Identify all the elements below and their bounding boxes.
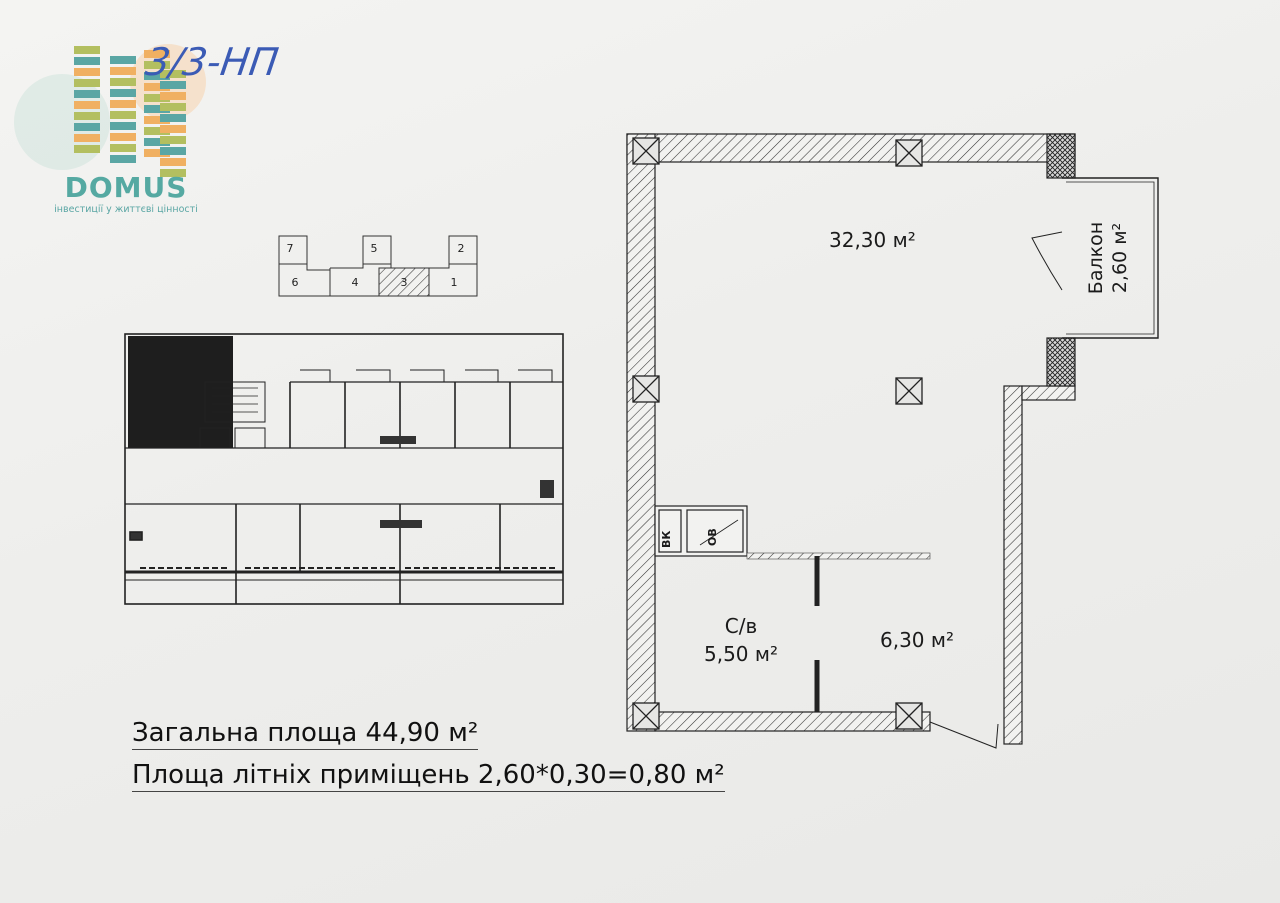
column [895, 377, 923, 405]
logo-block [160, 114, 186, 122]
logo-block [110, 56, 136, 64]
logo-block [110, 144, 136, 152]
bathroom-area: 5,50 м² [704, 642, 778, 666]
balcony-name: Балкон [1085, 221, 1107, 295]
logo-emblem [14, 44, 206, 177]
logo-block [144, 94, 170, 102]
total-area-line: Загальна площа 44,90 м² [132, 718, 479, 750]
logo-block [144, 138, 170, 146]
section-label: 5 [370, 242, 378, 255]
logo-block [144, 72, 170, 80]
logo-block [144, 50, 170, 58]
balcony-area: 2,60 м² [1109, 222, 1131, 294]
logo-block [74, 145, 100, 153]
logo-block [74, 46, 100, 54]
section-label: 6 [291, 276, 299, 289]
logo-block [110, 89, 136, 97]
logo-block [144, 127, 170, 135]
logo: DOMUS інвестиції у життєві цінності [40, 172, 212, 216]
logo-block [144, 149, 170, 157]
logo-block [160, 92, 186, 100]
logo-brand: DOMUS [64, 171, 188, 204]
logo-block [144, 116, 170, 124]
logo-block [160, 147, 186, 155]
logo-block [110, 155, 136, 163]
logo-block [74, 79, 100, 87]
overview-floor-plan [124, 333, 564, 605]
column [632, 375, 660, 403]
logo-block [110, 100, 136, 108]
logo-block [74, 101, 100, 109]
logo-block [144, 83, 170, 91]
summer-area-line: Площа літніх приміщень 2,60*0,30=0,80 м² [132, 760, 725, 792]
logo-block [110, 122, 136, 130]
logo-block [74, 68, 100, 76]
logo-block [160, 103, 186, 111]
logo-block [160, 158, 186, 166]
logo-block [160, 125, 186, 133]
logo-block [144, 61, 170, 69]
handwritten-note: 3/3-НП [142, 40, 282, 84]
section-label: 1 [450, 276, 458, 289]
section-label: 4 [351, 276, 359, 289]
column [632, 702, 660, 730]
logo-block [160, 169, 186, 177]
section-label: 2 [457, 242, 465, 255]
logo-block [110, 78, 136, 86]
logo-block [74, 112, 100, 120]
bathroom-name: С/в [724, 614, 758, 638]
logo-block [144, 105, 170, 113]
logo-block [110, 111, 136, 119]
room-area-main: 32,30 м² [829, 228, 916, 252]
shaft-ov-label: ОВ [706, 528, 719, 546]
section-key [278, 235, 478, 297]
balcony-label: Балкон 2,60 м² [1084, 210, 1136, 306]
logo-block [160, 70, 186, 78]
column [895, 139, 923, 167]
section-label: 7 [286, 242, 294, 255]
shaft-vk-label: ВК [660, 530, 673, 548]
hall-area: 6,30 м² [880, 628, 954, 652]
logo-block [74, 134, 100, 142]
structural-columns [632, 137, 923, 730]
logo-block [160, 136, 186, 144]
logo-block [74, 57, 100, 65]
logo-block [110, 133, 136, 141]
column [895, 702, 923, 730]
logo-block [74, 123, 100, 131]
logo-block [74, 90, 100, 98]
unit-plan [626, 133, 1159, 749]
logo-block [110, 67, 136, 75]
section-label-highlighted: 3 [400, 276, 408, 289]
column [632, 137, 660, 165]
logo-block [160, 81, 186, 89]
logo-tagline: інвестиції у життєві цінності [54, 204, 198, 215]
bathroom-label: С/в 5,50 м² [686, 612, 796, 668]
